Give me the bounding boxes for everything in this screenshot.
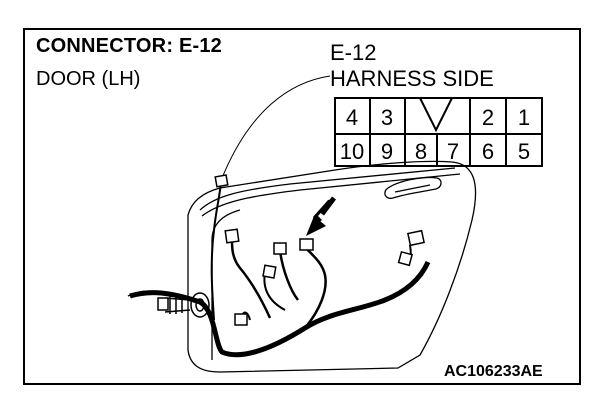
harness-grommet xyxy=(164,292,210,318)
pin-1: 1 xyxy=(518,105,530,130)
connector-title: CONNECTOR: E-12 xyxy=(36,35,222,57)
connector-id-label: E-12 xyxy=(330,40,377,65)
cable-end xyxy=(127,290,161,297)
connector-face xyxy=(334,97,543,167)
arrow-indicator-icon xyxy=(306,196,336,236)
pin-10: 10 xyxy=(340,139,364,164)
pin-7: 7 xyxy=(447,139,459,164)
pin-9: 9 xyxy=(381,139,393,164)
pin-2: 2 xyxy=(482,105,494,130)
harness-side-label: HARNESS SIDE xyxy=(330,66,494,91)
pin-3: 3 xyxy=(381,105,393,130)
location-label: DOOR (LH) xyxy=(36,68,141,90)
diagram-frame xyxy=(23,28,581,385)
door-outline xyxy=(187,160,477,373)
pin-5: 5 xyxy=(518,139,530,164)
connector-plug-icon xyxy=(157,174,425,326)
wiring-harness xyxy=(129,181,431,358)
figure-code: AC106233AE xyxy=(444,363,543,380)
door-handle xyxy=(384,176,442,199)
connector-pins: 4 3 2 1 10 9 8 7 6 5 xyxy=(340,105,530,164)
pin-8: 8 xyxy=(415,139,427,164)
pin-6: 6 xyxy=(482,139,494,164)
pin-4: 4 xyxy=(346,105,358,130)
leader-line xyxy=(221,75,331,179)
